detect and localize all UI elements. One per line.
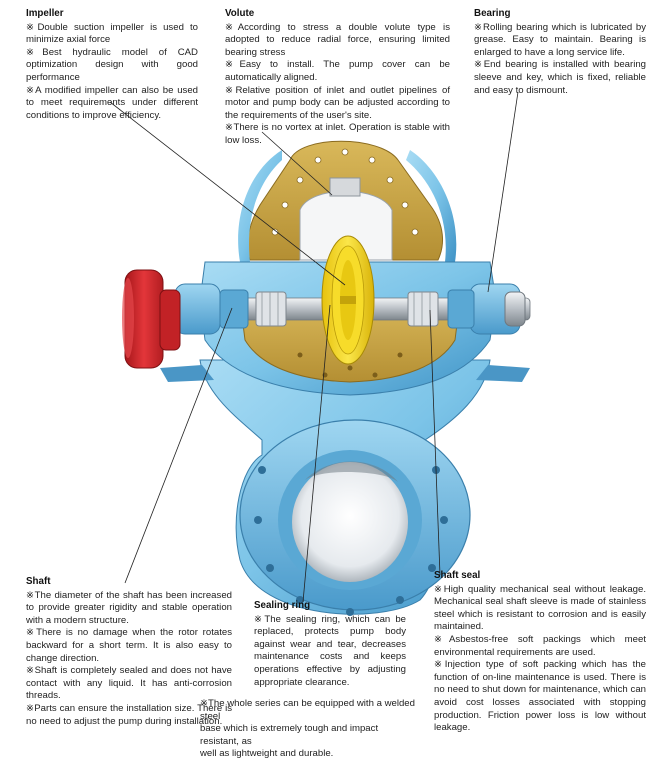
- volute-point: ※Easy to install. The pump cover can be …: [225, 59, 450, 83]
- sealing-ring-point: ※The sealing ring, which can be replaced…: [254, 613, 406, 688]
- base-note: ※The whole series can be equipped with a…: [200, 698, 415, 761]
- base-note-line: base which is extremely tough and impact…: [200, 723, 379, 747]
- bearing-point: ※Rolling bearing which is lubricated by …: [474, 21, 646, 58]
- shaft-point: ※Shaft is completely sealed and does not…: [26, 665, 232, 702]
- bearing-point: ※End bearing is installed with bearing s…: [474, 59, 646, 96]
- bearing-callout: Bearing ※Rolling bearing which is lubric…: [474, 8, 646, 97]
- impeller-title: Impeller: [26, 8, 64, 19]
- sealing-ring-title: Sealing ring: [254, 600, 311, 611]
- bearing-housing-left: [174, 283, 249, 335]
- shaft-leader: [124, 307, 233, 584]
- callout-leader-lines: [109, 91, 519, 603]
- impeller-point: ※A modified impeller can also be used to…: [26, 84, 198, 121]
- impeller-callout: Impeller ※Double suction impeller is use…: [26, 8, 198, 122]
- flange-bolt-holes: [254, 466, 448, 616]
- bearing-title: Bearing: [474, 8, 511, 19]
- shaft-title: Shaft: [26, 576, 51, 587]
- sealing-ring-leader: [302, 304, 331, 603]
- shaft-seal-point: ※Asbestos-free soft packings which meet …: [434, 633, 646, 658]
- base-note-line: ※The whole series can be equipped with a…: [200, 698, 415, 722]
- impeller-point: ※Best hydraulic model of CAD optimizatio…: [26, 46, 198, 83]
- split-case-pump-cutaway-diagram: [109, 91, 531, 616]
- double-suction-impeller: [321, 235, 375, 365]
- volute-point: ※There is no vortex at inlet. Operation …: [225, 122, 450, 146]
- base-note-line: well as lightweight and durable.: [200, 748, 334, 760]
- bearing-housing-right: [447, 283, 526, 335]
- volute-callout: Volute ※According to stress a double vol…: [225, 8, 450, 148]
- shaft-point: ※There is no damage when the rotor rotat…: [26, 627, 232, 664]
- shaft-seal-point: ※Injection type of soft packing which ha…: [434, 659, 646, 734]
- shaft-point: ※The diameter of the shaft has been incr…: [26, 589, 232, 626]
- shaft-point: ※Parts can ensure the installation size.…: [26, 702, 232, 727]
- shaft-seal-callout: Shaft seal ※High quality mechanical seal…: [434, 570, 646, 735]
- coupling-flange: [122, 269, 181, 369]
- shaft-seal-point: ※High quality mechanical seal without le…: [434, 583, 646, 633]
- shaft-seal-title: Shaft seal: [434, 570, 481, 581]
- volute-leader: [261, 131, 333, 196]
- volute-cover-cutaway: [238, 140, 457, 262]
- impeller-point: ※Double suction impeller is used to mini…: [26, 21, 198, 46]
- volute-point: ※According to stress a double volute typ…: [225, 21, 450, 58]
- bearing-leader: [487, 91, 519, 293]
- shaft-seal-leader: [429, 309, 441, 576]
- volute-point: ※Relative position of inlet and outlet p…: [225, 84, 450, 121]
- impeller-leader: [109, 101, 346, 286]
- volute-title: Volute: [225, 8, 255, 19]
- sealing-ring-callout: Sealing ring ※The sealing ring, which ca…: [254, 600, 406, 689]
- shaft-callout: Shaft ※The diameter of the shaft has bee…: [26, 576, 232, 728]
